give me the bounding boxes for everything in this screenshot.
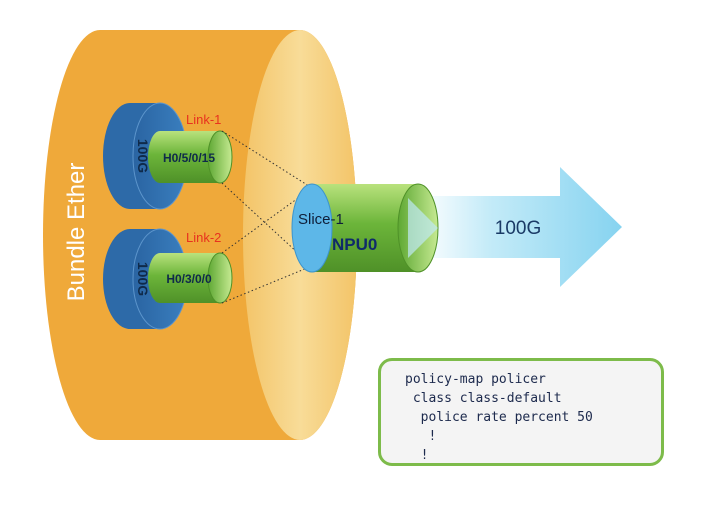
policy-line: class class-default [405, 391, 562, 406]
policy-line: ! [405, 429, 437, 444]
output-arrow [418, 167, 622, 287]
slice-label: Slice-1 [298, 211, 344, 228]
policy-config-box: policy-map policer class class-default p… [378, 358, 664, 466]
link-1-interface: H0/5/0/15 [163, 151, 215, 165]
link-1-speed: 100G [135, 139, 151, 173]
link-1-label: Link-1 [186, 112, 221, 127]
npu-cylinder [291, 183, 439, 273]
link-2-speed: 100G [135, 262, 151, 296]
policy-line: police rate percent 50 [405, 410, 593, 425]
policy-line: policy-map policer [405, 372, 546, 387]
policy-line: ! [405, 448, 429, 463]
link-1-port [103, 102, 233, 210]
link-2-port [103, 228, 233, 330]
slice-1-face [291, 183, 333, 273]
link-2-label: Link-2 [186, 230, 221, 245]
npu-label: NPU0 [332, 235, 377, 254]
bundle-label: Bundle Ether [63, 163, 90, 302]
link-2-interface: H0/3/0/0 [166, 272, 212, 286]
output-speed: 100G [495, 218, 541, 239]
